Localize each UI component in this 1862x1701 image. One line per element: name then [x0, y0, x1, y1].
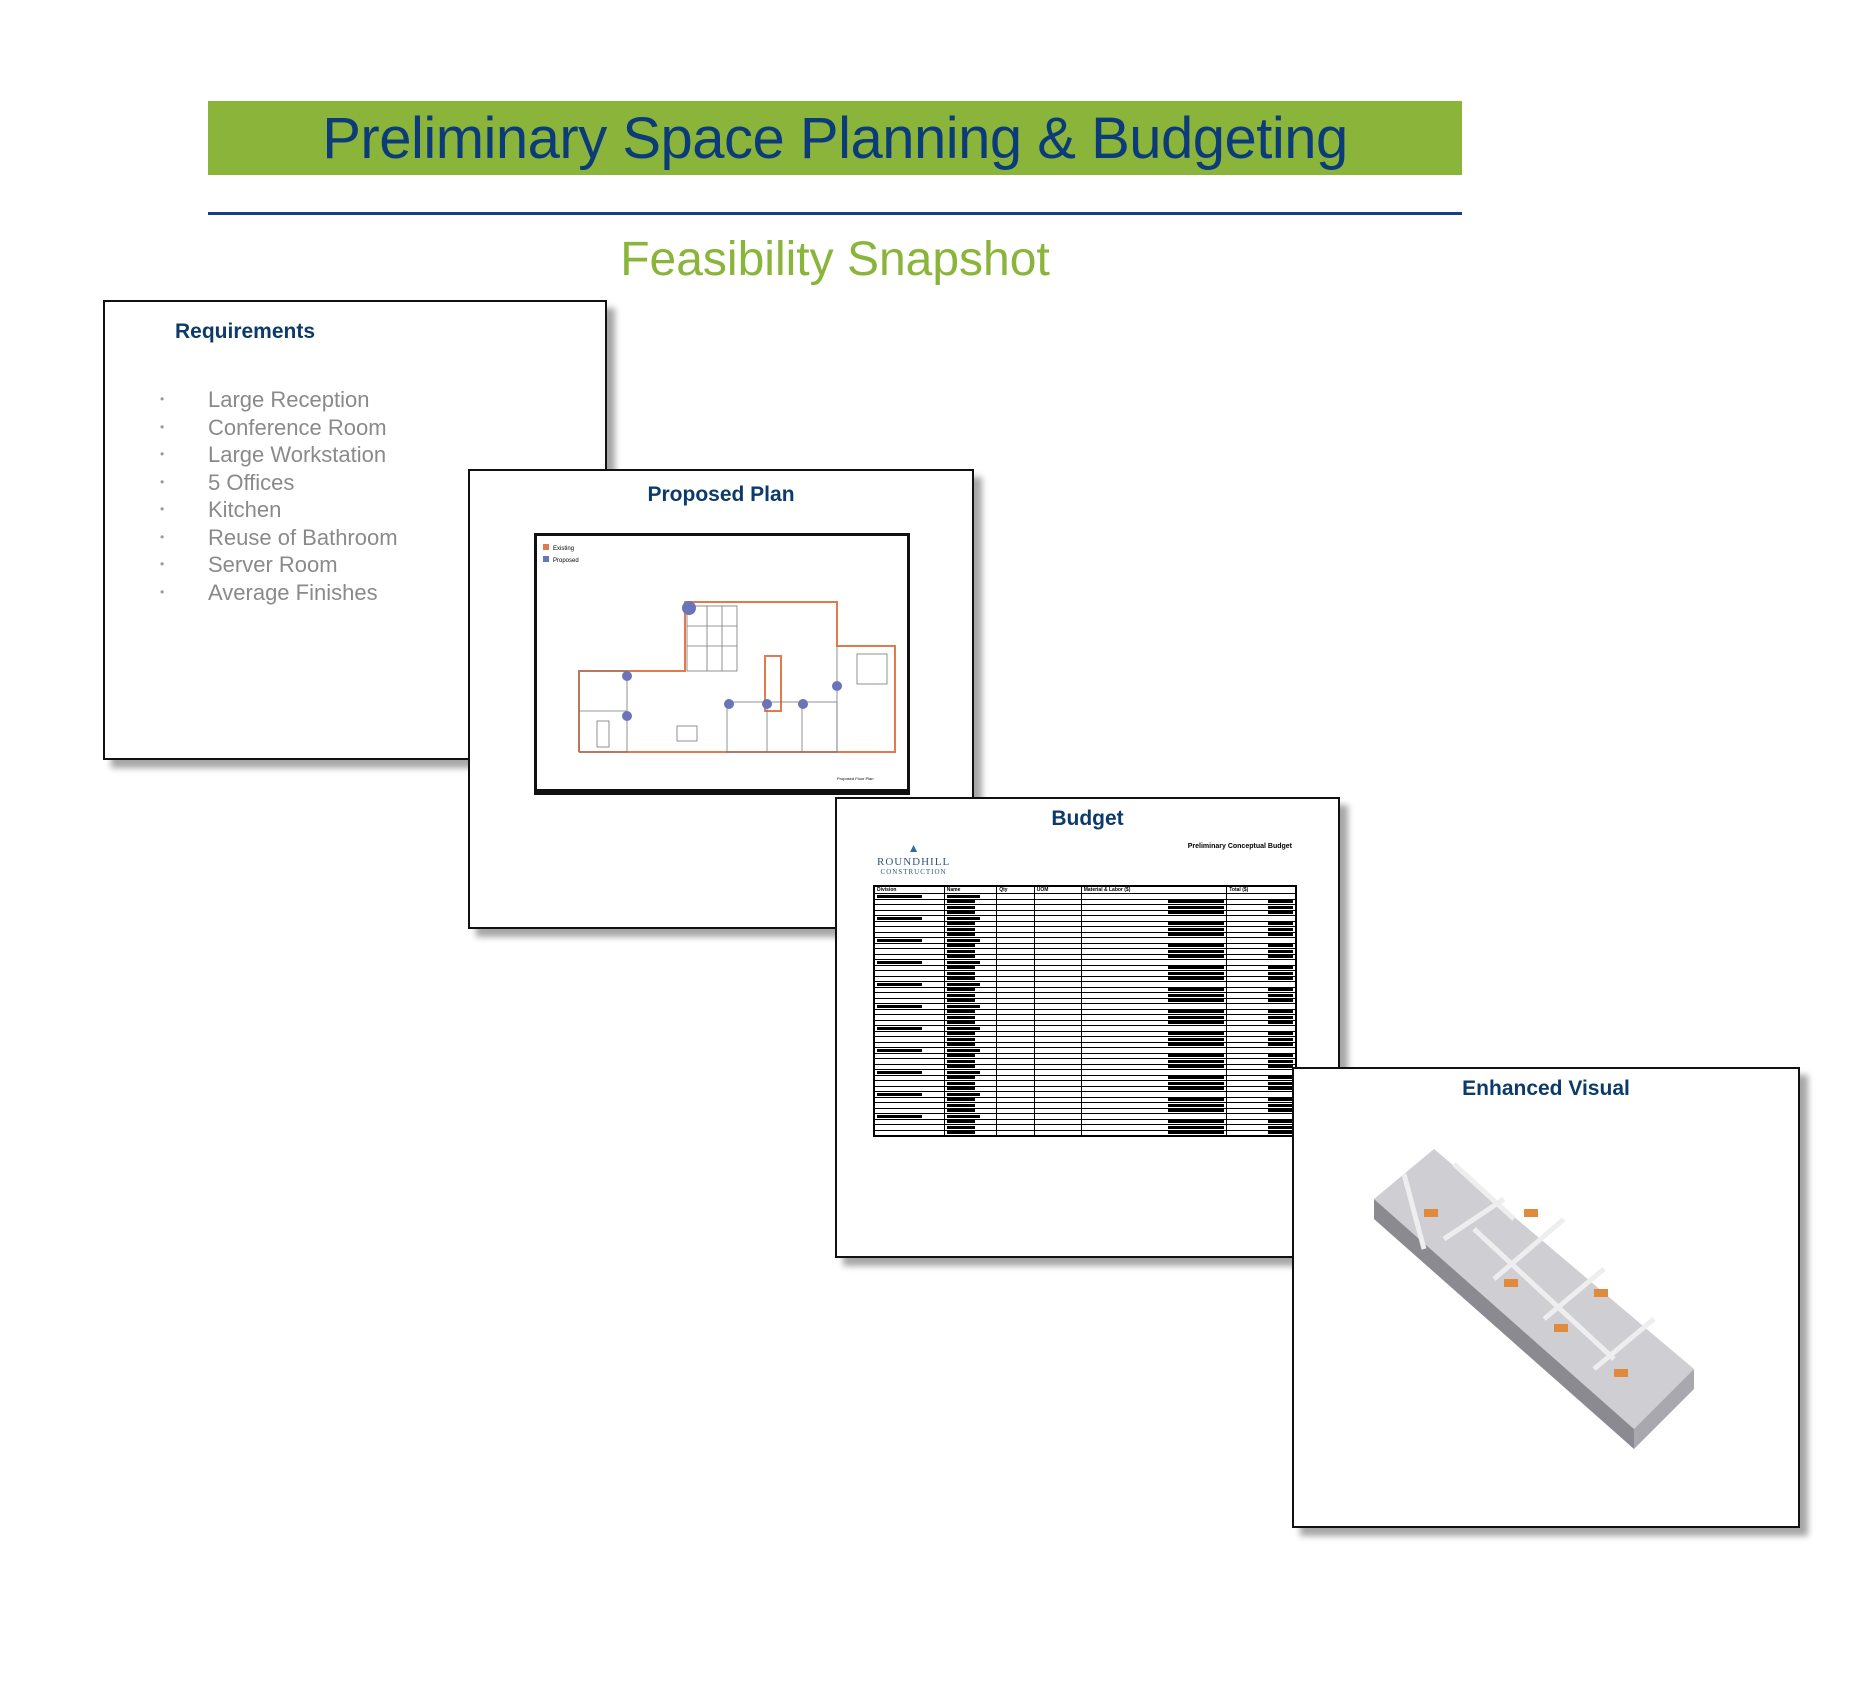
table-row: [873, 1118, 1297, 1125]
table-row: [873, 1030, 1297, 1037]
table-row: [873, 1124, 1297, 1131]
visual-heading: Enhanced Visual: [1462, 1077, 1630, 1100]
table-row: [873, 1058, 1297, 1065]
table-row: [873, 1025, 1297, 1032]
table-row: [873, 1080, 1297, 1087]
legend-existing: Existing: [553, 546, 574, 552]
list-item: •Large Workstation: [160, 442, 387, 467]
table-row: [873, 1129, 1297, 1136]
table-row: [873, 1102, 1297, 1109]
table-row: [873, 1052, 1297, 1059]
list-item: •Average Finishes: [160, 579, 378, 605]
list-item: •Conference Room: [160, 414, 387, 440]
plan-caption: Proposed Floor Plan: [837, 776, 873, 781]
table-row: [873, 1041, 1297, 1048]
table-row: [873, 1107, 1297, 1114]
table-row: [873, 1113, 1297, 1120]
table-row: [873, 964, 1297, 971]
table-row: [873, 1047, 1297, 1054]
list-item: •5 Offices: [160, 469, 295, 495]
table-row: [873, 1069, 1297, 1076]
table-row: [873, 898, 1297, 905]
proposed-plan-card: Proposed Plan Existing Proposed Proposed…: [468, 469, 974, 929]
subtitle: Feasibility Snapshot: [620, 233, 1050, 286]
table-row: [873, 1074, 1297, 1081]
budget-heading: Budget: [1051, 807, 1124, 830]
legend-proposed: Proposed: [553, 558, 579, 564]
page-title: Preliminary Space Planning & Budgeting: [322, 105, 1348, 171]
list-item: •Large Reception: [160, 387, 370, 412]
plan-heading: Proposed Plan: [647, 483, 795, 506]
3d-render-image: [1374, 1149, 1694, 1449]
requirements-list: •Large Reception •Conference Room •Large…: [160, 386, 605, 606]
table-row: [873, 1085, 1297, 1092]
enhanced-visual-card: Enhanced Visual: [1292, 1067, 1800, 1528]
floor-plan-drawing: Existing Proposed Proposed Floor Plan: [543, 544, 896, 781]
list-item: •Server Room: [160, 552, 338, 577]
table-row: [873, 1091, 1297, 1098]
table-row: [873, 1096, 1297, 1103]
table-row: [873, 1019, 1297, 1026]
table-row: [873, 1063, 1297, 1070]
requirements-heading: Requirements: [175, 320, 316, 343]
table-row: [873, 1036, 1297, 1043]
list-item: •Reuse of Bathroom: [160, 524, 398, 550]
list-item: •Kitchen: [160, 497, 282, 522]
budget-doc-title: Preliminary Conceptual Budget: [1187, 843, 1292, 850]
title-banner: Preliminary Space Planning & Budgeting: [208, 101, 1462, 175]
divider: [208, 212, 1462, 215]
floor-plan-image: Existing Proposed Proposed Floor Plan: [534, 533, 910, 795]
